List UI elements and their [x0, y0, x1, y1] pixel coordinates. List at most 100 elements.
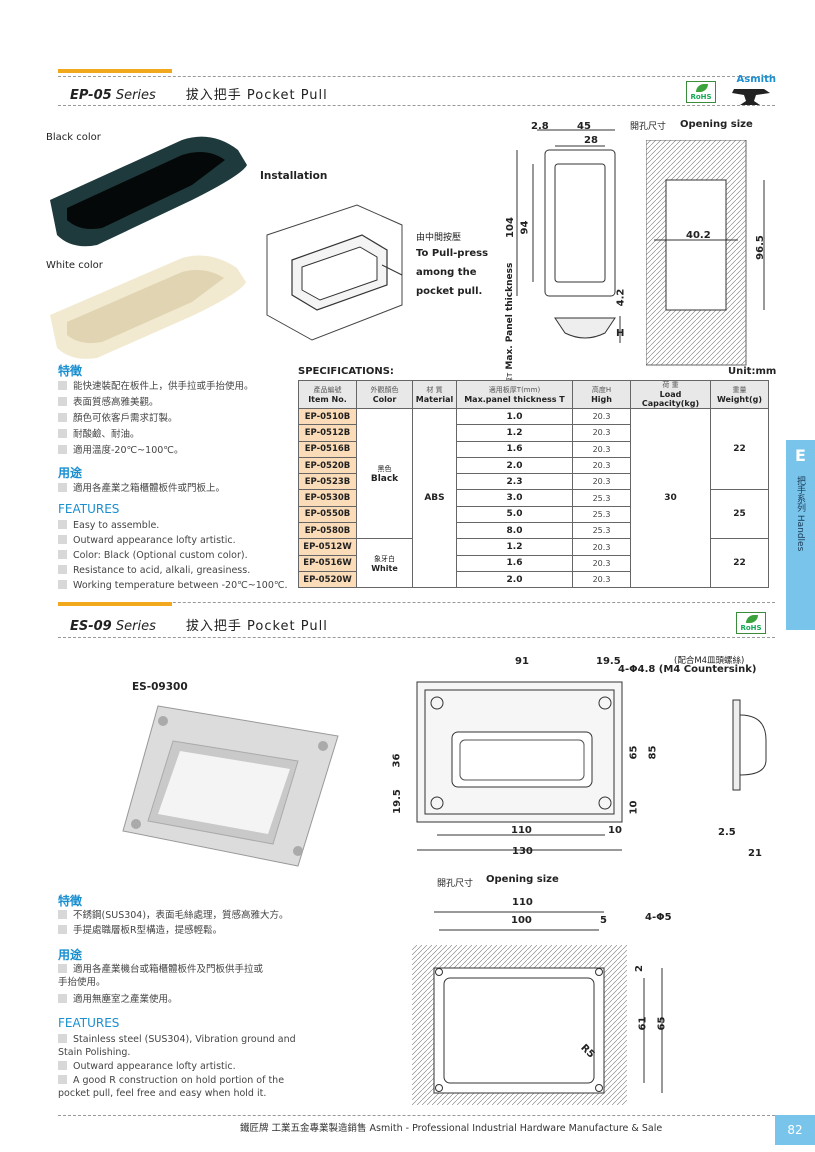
- ep05-opening-drawing: [646, 140, 765, 366]
- es09-features-zh-title: 特徵: [58, 894, 83, 908]
- material-cell: ABS: [412, 407, 457, 589]
- dim-open-61: 61: [637, 1016, 649, 1031]
- countersink-label: 4-Φ4.8 (M4 Countersink): [618, 664, 757, 675]
- dim-19-5-b: 19.5: [391, 789, 403, 814]
- es09-feature-zh-2: 手提處職層板R型構造，提感輕鬆。: [58, 924, 222, 937]
- dim-open-65: 65: [656, 1016, 668, 1031]
- ep05-feature-zh-3: 顏色可依客戶需求訂製。: [58, 412, 178, 425]
- category-label: 把手系列 Handles: [795, 476, 805, 552]
- ep05-feature-2: Outward appearance lofty artistic.: [58, 534, 236, 547]
- ep05-feature-zh-2: 表面質感高雅美觀。: [58, 396, 159, 409]
- dim-104: 104: [504, 217, 516, 238]
- es09-opening-zh: 開孔尺寸: [437, 879, 474, 889]
- dim-45: 45: [577, 121, 591, 132]
- dim-open-110: 110: [512, 897, 533, 908]
- es09-model: ES-09300: [132, 681, 188, 693]
- dim-65: 65: [628, 745, 640, 760]
- es09-dimension-drawing: [416, 681, 623, 851]
- dim-2-8: 2.8: [531, 121, 549, 132]
- ep05-dimension-drawing: [516, 129, 621, 343]
- es09-opening-drawing: [412, 911, 663, 1105]
- es09-opening-label: Opening size: [486, 874, 559, 885]
- ep05-feature-3: Color: Black (Optional custom color).: [58, 549, 248, 562]
- dim-85: 85: [647, 745, 659, 760]
- ep05-feature-zh-5: 適用溫度-20℃~100℃。: [58, 444, 183, 457]
- dim-2-5: 2.5: [718, 827, 736, 838]
- es09-photo: [122, 705, 339, 867]
- spec-title: SPECIFICATIONS:: [298, 366, 394, 377]
- installation-drawing: [266, 204, 403, 341]
- dim-h: H: [616, 328, 625, 339]
- white-color-label: White color: [46, 260, 103, 271]
- dim-open-5: 5: [600, 915, 607, 926]
- es09-side-drawing: [732, 699, 767, 791]
- dim-open-100: 100: [511, 915, 532, 926]
- press-instruction-1: To Pull-press: [416, 248, 489, 259]
- es09-features-title: FEATURES: [58, 1016, 120, 1030]
- dim-10-b: 10: [608, 825, 622, 836]
- press-instruction-2: among the: [416, 267, 477, 278]
- countersink-zh: (配合M4皿頭螺絲): [674, 656, 745, 666]
- dim-10: 10: [628, 800, 640, 815]
- es09-feature-zh-1: 不銹鋼(SUS304)，表面毛絲處理，質感高雅大方。: [58, 909, 289, 922]
- divider: [58, 602, 775, 603]
- header-thickness: 適用板厚T(mm)Max.panel thickness T: [456, 380, 573, 409]
- es09-use-zh-1: 適用各產業機台或箱櫃體板件及門板供手拉或手抬使用。: [58, 964, 264, 988]
- load-cell: 30: [630, 407, 711, 589]
- dim-94: 94: [519, 220, 531, 235]
- ep05-feature-1: Easy to assemble.: [58, 519, 159, 532]
- ep05-opening-label: Opening size: [680, 119, 753, 130]
- dim-open-2: 2: [633, 965, 645, 972]
- dim-28: 28: [584, 135, 598, 146]
- es09-use-zh-2: 適用無塵室之產業使用。: [58, 993, 178, 1006]
- ep05-features-zh-title: 特徵: [58, 364, 83, 378]
- category-letter: E: [795, 446, 806, 465]
- divider: [58, 637, 775, 638]
- dim-21: 21: [748, 848, 762, 859]
- es09-feature-2: Outward appearance lofty artistic.: [58, 1060, 236, 1073]
- divider: [58, 105, 775, 106]
- dim-130: 130: [512, 846, 533, 857]
- category-side-tab[interactable]: E 把手系列 Handles: [786, 440, 815, 630]
- ep05-use-zh-1: 適用各產業之箱櫃體板件或門板上。: [58, 482, 225, 495]
- rohs-badge: RoHS: [686, 81, 716, 103]
- rohs-badge: RoHS: [736, 612, 766, 634]
- ep05-features-title: FEATURES: [58, 502, 120, 516]
- dim-110: 110: [511, 825, 532, 836]
- dim-open-hole: 4-Φ5: [645, 912, 672, 923]
- dim-19-5: 19.5: [596, 656, 621, 667]
- press-instruction-zh: 由中間按壓: [416, 233, 462, 243]
- black-color-label: Black color: [46, 132, 101, 143]
- dim-36: 36: [391, 753, 403, 768]
- installation-label: Installation: [260, 170, 328, 182]
- es09-use-zh-title: 用途: [58, 948, 83, 962]
- ep05-feature-zh-4: 耐酸鹼、耐油。: [58, 428, 140, 441]
- es09-feature-3: A good R construction on hold portion of…: [58, 1075, 285, 1099]
- asmith-logo: Asmith: [726, 74, 776, 108]
- page-number: 82: [775, 1115, 815, 1145]
- dim-4-2: 4.2: [615, 288, 627, 307]
- section-tab: [58, 69, 172, 73]
- white-pull-photo: [50, 255, 246, 359]
- press-instruction-3: pocket pull.: [416, 286, 483, 297]
- black-pull-photo: [50, 136, 247, 247]
- dim-91: 91: [515, 656, 529, 667]
